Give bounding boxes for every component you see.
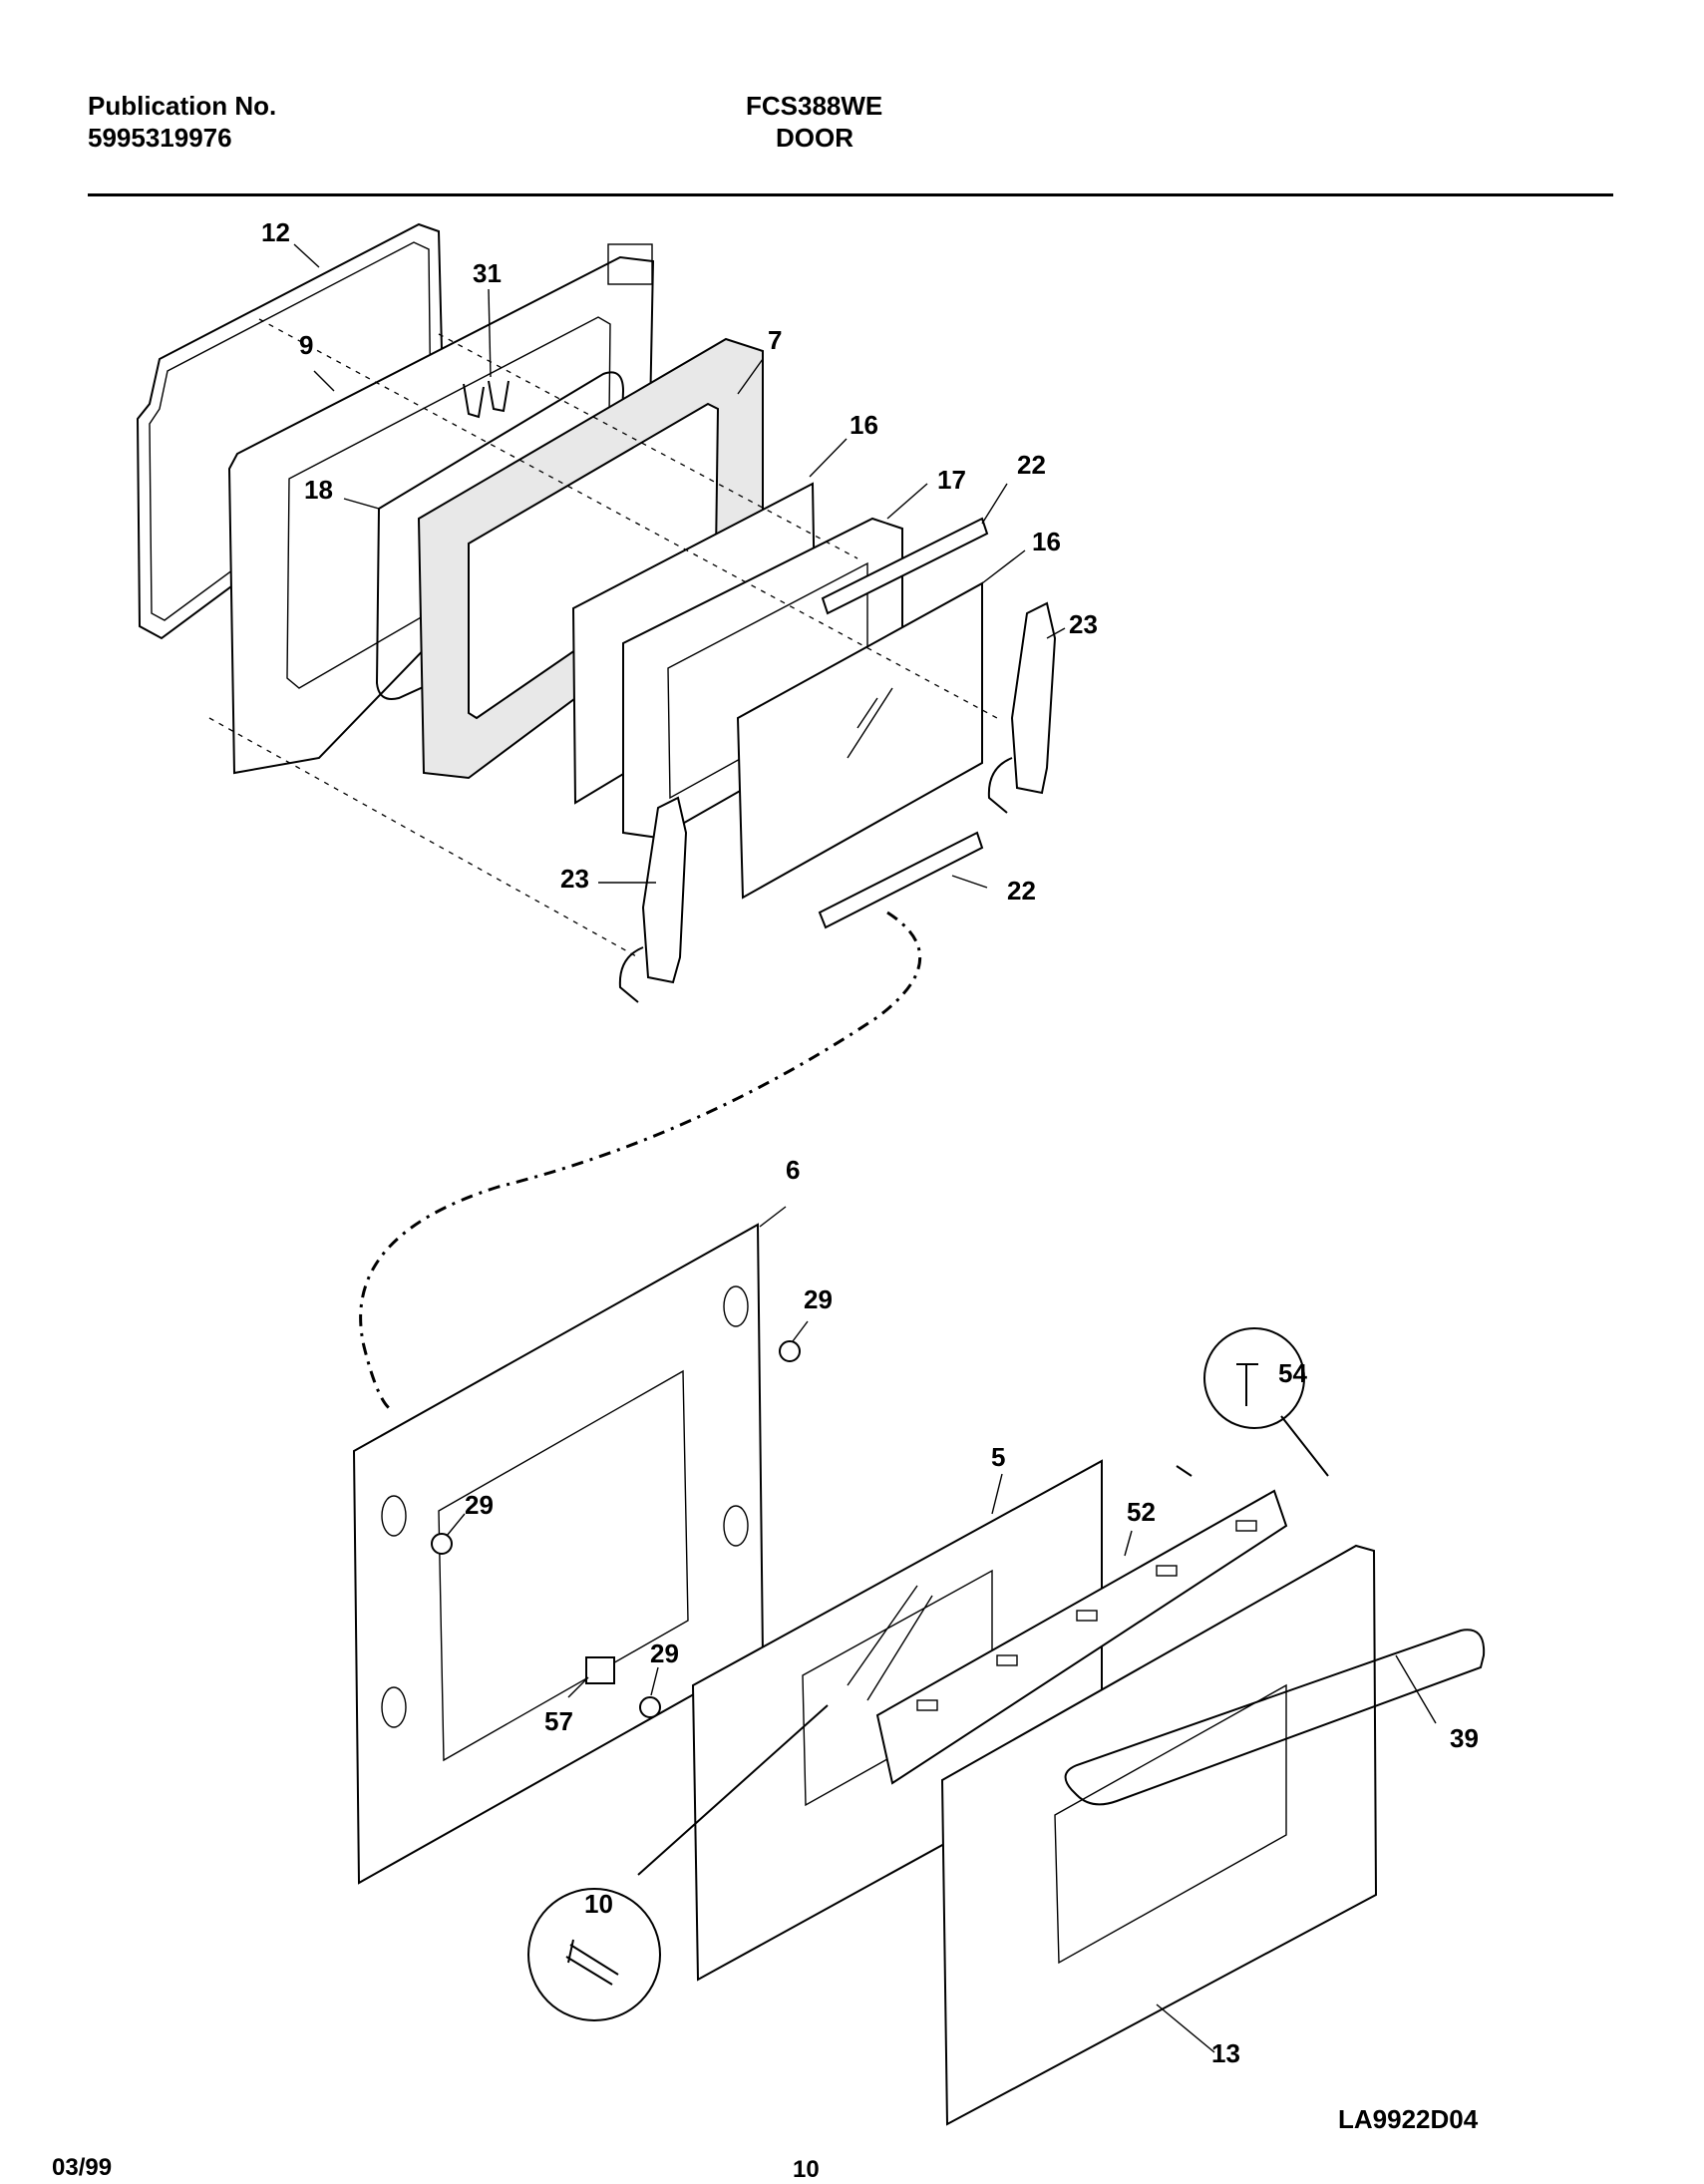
- model-number: FCS388WE: [746, 91, 883, 121]
- hinge-left-part: [618, 796, 688, 1003]
- callout-31: 31: [473, 258, 502, 288]
- screw-54-inset-part: [1176, 1327, 1329, 1477]
- callout-39: 39: [1450, 1723, 1479, 1753]
- header-rule: [88, 193, 1613, 196]
- callout-12: 12: [261, 217, 290, 247]
- callout-23-right: 23: [1069, 609, 1098, 639]
- callout-29-left: 29: [465, 1490, 494, 1520]
- outer-door-panel-part: [940, 1544, 1378, 2126]
- callout-16-lower: 16: [1032, 527, 1061, 556]
- vent-trim-part: [875, 1489, 1288, 1785]
- callout-10: 10: [584, 1889, 613, 1919]
- callout-leaders: [293, 243, 1437, 2053]
- page-number: 10: [793, 2156, 820, 2183]
- clip-part: [463, 380, 510, 419]
- drawing-code: LA9922D04: [1338, 2104, 1479, 2134]
- publication-label: Publication No.: [88, 91, 277, 121]
- callout-5: 5: [991, 1442, 1005, 1472]
- glass-panel-front-part: [736, 581, 983, 900]
- publication-number: 5995319976: [88, 123, 232, 153]
- screw-inset-part: [527, 1704, 829, 2021]
- bumper-part: [779, 1340, 801, 1362]
- callout-9: 9: [299, 330, 313, 360]
- callout-54: 54: [1278, 1358, 1307, 1388]
- callout-17: 17: [937, 465, 966, 495]
- callout-52: 52: [1127, 1497, 1156, 1527]
- callout-23-left: 23: [560, 864, 589, 894]
- callout-16-upper: 16: [850, 410, 878, 440]
- callout-29-upper: 29: [804, 1284, 833, 1314]
- channel-lower-part: [818, 831, 984, 929]
- hinge-right-part: [987, 601, 1057, 814]
- callout-29-lower: 29: [650, 1638, 679, 1668]
- section-title: DOOR: [776, 123, 853, 153]
- callout-22-upper: 22: [1017, 450, 1046, 480]
- bumper-part: [639, 1696, 661, 1718]
- callout-13: 13: [1211, 2038, 1240, 2068]
- door-handle-part: [1064, 1629, 1486, 1806]
- bumper-part: [431, 1533, 453, 1555]
- footer-date: 03/99: [52, 2154, 113, 2181]
- callout-18: 18: [304, 475, 333, 505]
- callout-7: 7: [768, 325, 782, 355]
- clip-57-part: [585, 1656, 615, 1684]
- callout-57: 57: [544, 1706, 573, 1736]
- callout-22-lower: 22: [1007, 876, 1036, 906]
- channel-upper-part: [821, 517, 989, 615]
- callout-6: 6: [786, 1155, 800, 1185]
